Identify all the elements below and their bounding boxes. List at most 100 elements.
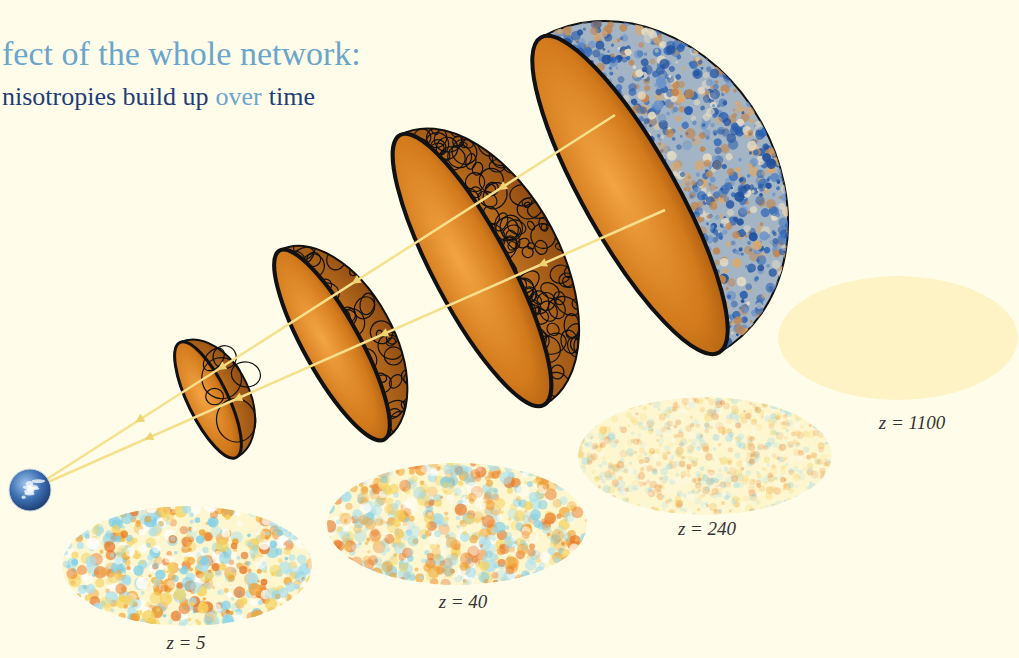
anisotropy-spot — [164, 567, 168, 571]
anisotropy-spot — [301, 511, 311, 521]
anisotropy-spot — [347, 535, 352, 540]
anisotropy-spot — [675, 419, 681, 425]
anisotropy-spot — [470, 460, 476, 466]
anisotropy-spot — [581, 409, 585, 413]
anisotropy-spot — [189, 513, 194, 518]
anisotropy-spot — [285, 569, 291, 575]
anisotropy-spot — [380, 583, 383, 586]
anisotropy-spot — [555, 558, 561, 564]
anisotropy-spot — [350, 472, 357, 479]
anisotropy-spot — [196, 621, 201, 626]
anisotropy-spot — [622, 498, 629, 505]
anisotropy-spot — [394, 510, 406, 522]
anisotropy-spot — [285, 616, 292, 623]
anisotropy-spot — [691, 512, 696, 517]
anisotropy-spot — [540, 552, 551, 563]
anisotropy-spot — [121, 531, 128, 538]
anisotropy-spot — [673, 424, 677, 428]
anisotropy-spot — [226, 609, 231, 614]
anisotropy-spot — [785, 463, 788, 466]
anisotropy-spot — [749, 402, 753, 406]
anisotropy-spot — [696, 474, 700, 478]
anisotropy-spot — [386, 582, 389, 585]
anisotropy-spot — [491, 527, 498, 534]
anisotropy-spot — [686, 493, 693, 500]
anisotropy-spot — [299, 612, 303, 616]
anisotropy-spot — [590, 412, 595, 417]
anisotropy-spot — [77, 542, 84, 549]
anisotropy-spot — [579, 431, 586, 438]
anisotropy-spot — [178, 564, 182, 568]
anisotropy-spot — [295, 571, 306, 582]
anisotropy-spot — [237, 521, 243, 527]
anisotropy-spot — [250, 509, 256, 515]
anisotropy-spot — [626, 448, 634, 456]
anisotropy-spot — [290, 622, 297, 629]
anisotropy-spot — [254, 557, 266, 569]
anisotropy-spot — [567, 461, 580, 474]
anisotropy-spot — [414, 567, 418, 571]
anisotropy-spot — [120, 568, 126, 574]
anisotropy-spot — [336, 474, 344, 482]
anisotropy-spot — [396, 467, 405, 476]
anisotropy-spot — [307, 524, 314, 531]
anisotropy-spot — [251, 610, 264, 623]
anisotropy-spot — [322, 461, 335, 474]
anisotropy-spot — [639, 508, 646, 515]
anisotropy-spot — [247, 533, 251, 537]
anisotropy-spot — [479, 535, 489, 545]
anisotropy-spot — [771, 429, 776, 434]
anisotropy-spot — [324, 520, 337, 533]
anisotropy-spot — [434, 530, 441, 537]
anisotropy-spot — [336, 520, 341, 525]
anisotropy-spot — [116, 619, 119, 622]
anisotropy-spot — [342, 563, 349, 570]
anisotropy-spot — [309, 513, 313, 517]
sky-map — [321, 457, 593, 591]
anisotropy-spot — [565, 562, 577, 574]
anisotropy-spot — [415, 573, 424, 582]
anisotropy-spot — [749, 394, 756, 401]
anisotropy-spot — [396, 461, 403, 468]
anisotropy-spot — [156, 608, 160, 612]
anisotropy-spot — [336, 565, 346, 575]
sky-map — [575, 394, 834, 518]
anisotropy-spot — [65, 502, 76, 513]
anisotropy-spot — [269, 511, 279, 521]
anisotropy-spot — [147, 554, 153, 560]
anisotropy-spot — [292, 611, 301, 620]
anisotropy-spot — [578, 509, 582, 513]
anisotropy-spot — [409, 574, 415, 580]
anisotropy-spot — [63, 526, 71, 534]
anisotropy-spot — [72, 594, 77, 599]
anisotropy-spot — [770, 510, 776, 516]
anisotropy-spot — [458, 480, 463, 485]
anisotropy-spot — [375, 498, 384, 507]
anisotropy-spot — [283, 621, 292, 630]
anisotropy-spot — [104, 616, 109, 621]
anisotropy-spot — [399, 531, 405, 537]
anisotropy-spot — [302, 504, 310, 512]
anisotropy-spot — [718, 443, 722, 447]
anisotropy-spot — [554, 569, 563, 578]
anisotropy-spot — [59, 597, 70, 608]
anisotropy-spot — [712, 457, 719, 464]
anisotropy-spot — [585, 534, 590, 539]
anisotropy-spot — [577, 497, 583, 503]
anisotropy-spot — [374, 557, 382, 565]
anisotropy-spot — [659, 395, 664, 400]
anisotropy-spot — [191, 527, 195, 531]
anisotropy-spot — [547, 462, 555, 470]
anisotropy-spot — [405, 497, 417, 509]
anisotropy-spot — [492, 572, 499, 579]
anisotropy-spot — [334, 562, 343, 571]
anisotropy-spot — [325, 535, 331, 541]
anisotropy-spot — [382, 466, 393, 477]
anisotropy-spot — [820, 418, 826, 424]
anisotropy-spot — [340, 555, 346, 561]
anisotropy-spot — [210, 526, 222, 538]
anisotropy-spot — [761, 399, 767, 405]
anisotropy-spot — [735, 452, 741, 458]
anisotropy-spot — [533, 571, 538, 576]
anisotropy-spot — [718, 468, 722, 472]
